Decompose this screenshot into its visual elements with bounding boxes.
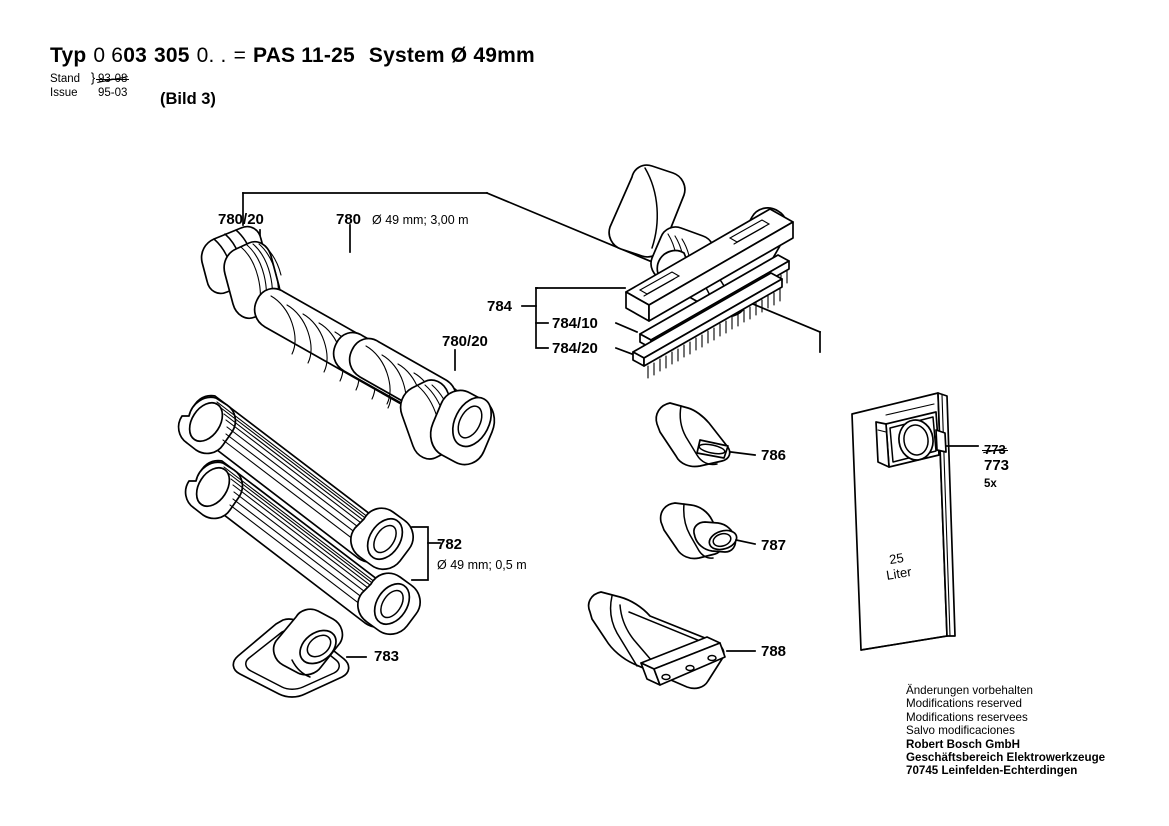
title-number-d: 0. . — [196, 44, 227, 67]
adapter-drawing — [659, 502, 757, 560]
stand-value: 93-08 — [95, 73, 130, 85]
label-773-quantity: 5x — [984, 478, 997, 490]
bag-volume-text: 25 Liter — [883, 549, 912, 583]
label-780-spec: Ø 49 mm; 3,00 m — [372, 213, 469, 227]
figure-label: (Bild 3) — [160, 90, 216, 108]
floor-nozzle-drawing — [521, 164, 794, 379]
brace-top: } — [90, 70, 96, 85]
stand-label: Stand — [50, 73, 81, 85]
label-773: 773 — [984, 457, 1010, 474]
label-784-10: 784/10 — [552, 315, 598, 332]
label-780-20-bottom: 780/20 — [442, 333, 488, 350]
label-788: 788 — [761, 643, 787, 660]
footer-company: Robert Bosch GmbH — [906, 737, 1021, 751]
title-number-b: 03 — [123, 44, 147, 67]
title-system: System Ø 49mm — [368, 44, 535, 67]
title-number-a: 0 6 — [93, 44, 124, 67]
footer-address: 70745 Leinfelden-Echterdingen — [906, 764, 1078, 778]
issue-value: 95-03 — [98, 86, 128, 99]
upholstery-nozzle-drawing — [587, 591, 756, 690]
footer-line-1: Änderungen vorbehalten — [906, 684, 1033, 697]
stand-row: Stand } 93-08 — [50, 70, 130, 86]
label-783: 783 — [374, 648, 400, 665]
footer-line-2: Modifications reserved — [906, 697, 1022, 711]
footer-line-4: Salvo modificaciones — [906, 724, 1015, 738]
footer-line-3: Modifications reservees — [906, 710, 1028, 724]
label-782-spec: Ø 49 mm; 0,5 m — [437, 558, 527, 572]
extension-tubes-drawing — [177, 394, 441, 636]
footer-division: Geschäftsbereich Elektrowerkzeuge — [906, 751, 1106, 765]
issue-row: Issue 95-03 — [50, 86, 127, 100]
label-773-superseded: 773 — [982, 442, 1008, 457]
title-model: PAS 11-25 — [253, 44, 355, 67]
page-title: Typ 0 603 305 0. . = PAS 11-25 System Ø 49mm — [50, 44, 535, 68]
label-784-20: 784/20 — [552, 340, 598, 357]
crevice-nozzle-drawing — [655, 402, 756, 468]
title-equals: = — [233, 44, 247, 67]
label-787: 787 — [761, 537, 787, 554]
label-782: 782 — [437, 536, 463, 553]
footer-block: Änderungen vorbehalten Modifications res… — [906, 684, 1105, 778]
issue-label: Issue — [50, 86, 78, 99]
label-780-20-top: 780/20 — [218, 211, 264, 228]
triangle-nozzle-drawing — [232, 608, 367, 698]
dust-bag-drawing — [851, 392, 979, 651]
suction-hose-drawing — [200, 225, 496, 466]
title-number-c: 305 — [153, 44, 190, 67]
label-786: 786 — [761, 447, 787, 464]
revision-block: Stand } 93-08 Issue 95-03 — [50, 70, 130, 100]
title-typ: Typ — [50, 44, 87, 67]
label-784: 784 — [487, 298, 513, 315]
label-780: 780 — [336, 211, 362, 228]
